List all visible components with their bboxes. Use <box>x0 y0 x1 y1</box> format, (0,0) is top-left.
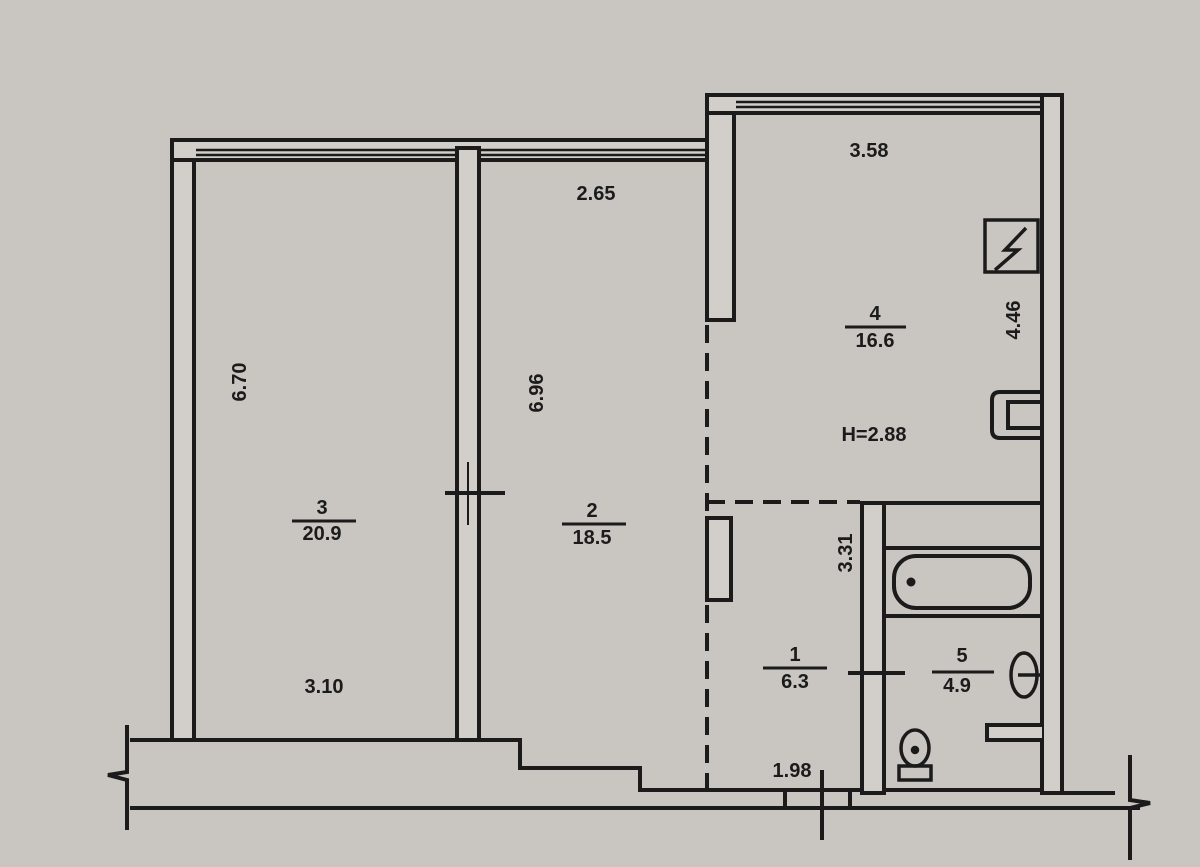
room-number: 1 <box>789 644 800 666</box>
room-number: 4 <box>869 303 881 325</box>
dim-room4-width: 3.58 <box>850 140 889 162</box>
stove-icon <box>983 218 1040 274</box>
room-label-4: 4 16.6 H=2.88 <box>841 303 906 446</box>
dim-room4-length: 4.46 <box>1003 301 1025 340</box>
windows <box>196 100 1040 157</box>
room-number: 2 <box>586 500 597 522</box>
dim-room3-width: 3.10 <box>305 676 344 698</box>
room-label-5: 5 4.9 <box>932 645 994 697</box>
room-area: 6.3 <box>781 671 809 693</box>
room-area: 4.9 <box>943 675 971 697</box>
wall-partition-3-2 <box>455 146 481 742</box>
exterior-outline <box>107 725 1151 860</box>
washbasin-icon <box>1009 651 1040 699</box>
dim-room3-length: 6.70 <box>229 363 251 402</box>
walls <box>170 93 1064 795</box>
door-marks <box>445 462 905 675</box>
room-area: 18.5 <box>573 527 612 549</box>
room-number: 3 <box>316 497 327 519</box>
room-label-3: 3 20.9 <box>292 497 356 545</box>
wall-left <box>170 138 196 742</box>
kitchen-sink-icon <box>990 390 1040 440</box>
bathtub-icon <box>882 546 1044 618</box>
bathroom-ledge <box>985 723 1042 742</box>
room-area: 20.9 <box>303 523 342 545</box>
room-area: 16.6 <box>856 330 895 352</box>
open-boundaries <box>705 325 860 790</box>
wall-top-kitchen <box>705 93 1061 115</box>
room-label-1: 1 6.3 <box>763 644 827 693</box>
dim-room2-length: 6.96 <box>526 374 548 413</box>
dim-room1-width: 1.98 <box>773 760 812 782</box>
room-label-2: 2 18.5 <box>562 500 626 549</box>
toilet-icon <box>897 728 933 782</box>
dimension-labels: 2.65 3.58 3.10 1.98 6.70 6.96 4.46 3.31 <box>229 140 1025 782</box>
room-number: 5 <box>956 645 967 667</box>
wall-pillar <box>705 516 733 602</box>
ceiling-height: H=2.88 <box>841 424 906 446</box>
wall-kitchen-left <box>705 93 736 322</box>
wall-bathroom-left <box>860 501 886 795</box>
dim-room2-width: 2.65 <box>577 183 616 205</box>
wall-right <box>1040 93 1064 795</box>
dim-room1-length: 3.31 <box>835 534 857 573</box>
